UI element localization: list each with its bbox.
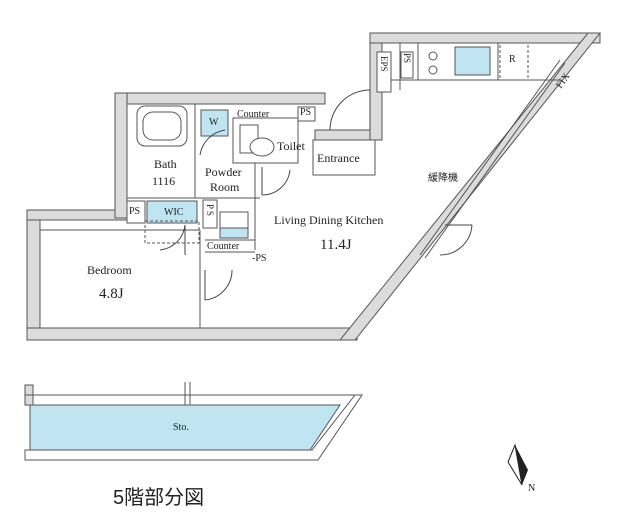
ps-label-bottom: -PS <box>252 253 267 264</box>
room-label-ldk: Living Dining Kitchen <box>274 213 384 227</box>
diagonal-window <box>419 59 566 259</box>
toilet-fixture <box>239 124 275 157</box>
ps-kitchen-box <box>400 51 414 79</box>
ps-wic-box <box>126 200 146 224</box>
room-label-bedroom: Bedroom <box>87 263 132 277</box>
room-size-ldk: 11.4J <box>320 237 352 253</box>
doors <box>159 89 473 301</box>
compass-icon <box>507 443 528 486</box>
powder-sink-basin <box>219 227 249 239</box>
ps-label-kitchen: PS <box>402 53 412 64</box>
kitchen-counter <box>417 42 529 81</box>
washer-label: W <box>209 117 219 128</box>
room-label-toilet: Toilet <box>277 139 305 153</box>
floor-caption: 5階部分図 <box>113 487 205 509</box>
washer-box <box>200 109 229 137</box>
room-size-bedroom: 4.8J <box>99 286 124 302</box>
outer-walls <box>26 32 602 341</box>
room-label-bath: Bath <box>154 157 177 171</box>
eps-label: EPS <box>379 56 389 72</box>
wic-shelf <box>146 200 198 224</box>
ps-toilet-box <box>297 106 316 122</box>
ps-label-powder: P S <box>205 204 215 216</box>
room-label-powder-room: Room <box>210 180 240 194</box>
storage-area <box>24 382 363 461</box>
room-label-powder: Powder <box>205 165 242 179</box>
eps-box <box>376 51 392 93</box>
wic-dash <box>144 220 200 244</box>
ps-powder-box <box>202 199 218 229</box>
counter-label-bottom: Counter <box>207 241 240 252</box>
north-label: N <box>528 483 536 494</box>
room-label-entrance: Entrance <box>317 151 360 165</box>
evac-label: 緩降機 <box>428 173 458 184</box>
wic-label: WIC <box>164 207 184 218</box>
room-label-storage: Sto. <box>173 422 189 433</box>
room-size-bath: 1116 <box>152 174 176 188</box>
ps-label-wic: PS <box>129 206 141 217</box>
bathtub <box>136 105 188 147</box>
refrigerator-label: R <box>509 54 516 65</box>
counter-label-top: Counter <box>237 109 270 120</box>
ps-label-toilet: PS <box>300 107 312 118</box>
